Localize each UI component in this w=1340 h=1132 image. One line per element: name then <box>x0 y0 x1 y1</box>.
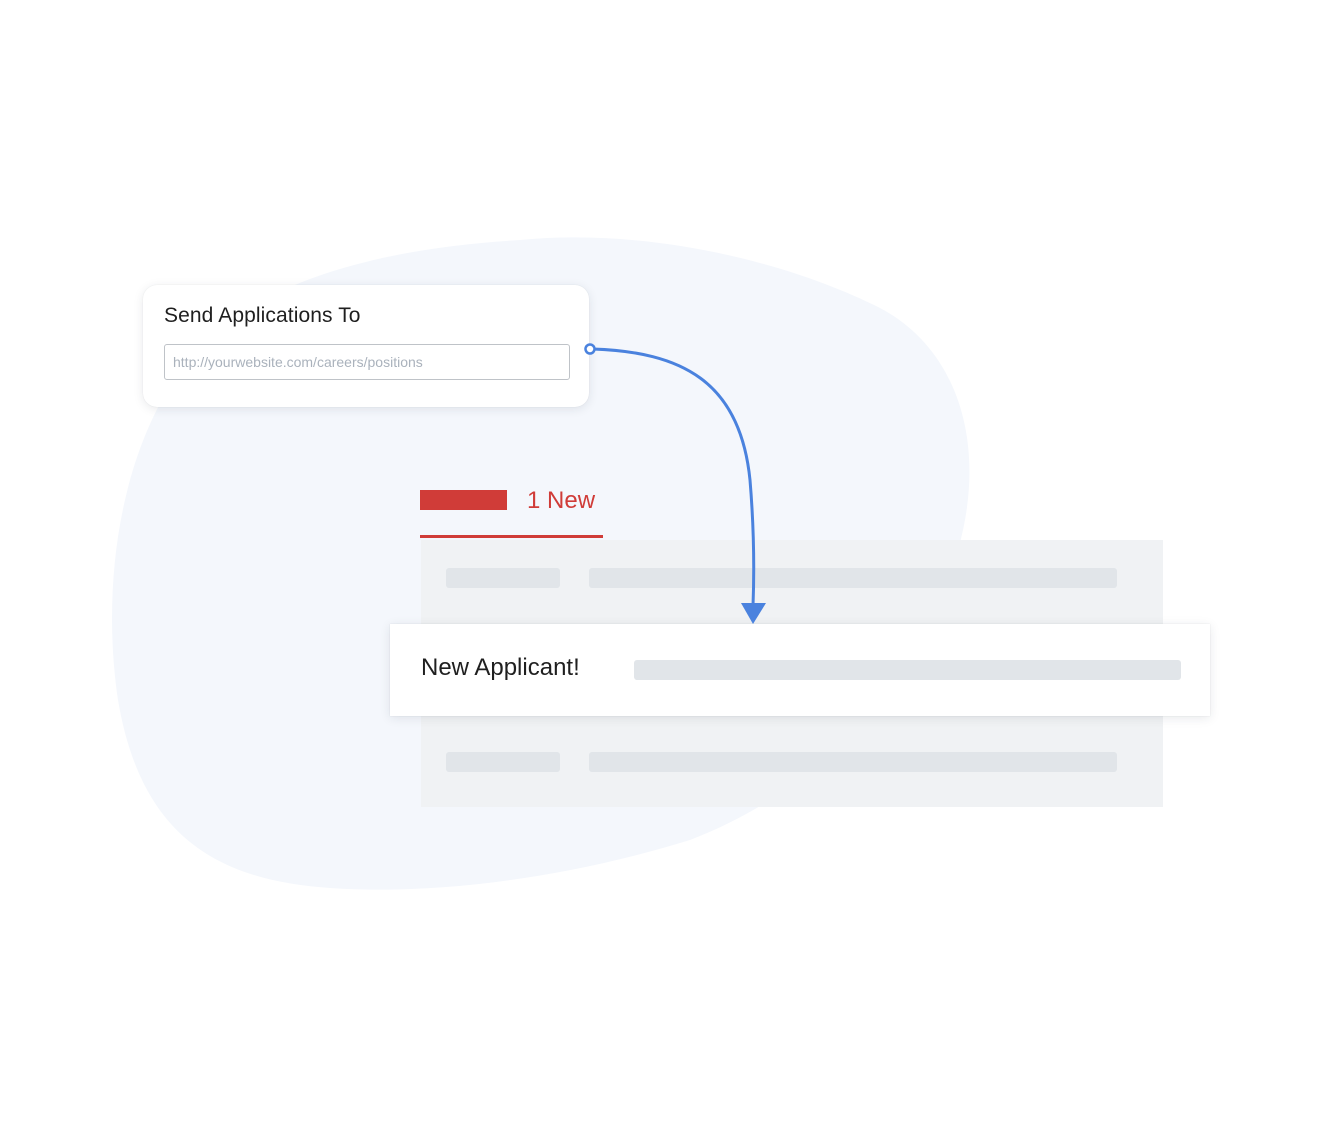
applicant-detail-placeholder <box>634 660 1181 680</box>
list-item-placeholder <box>589 568 1117 588</box>
new-count-label[interactable]: 1 New <box>527 487 596 514</box>
new-tab-underline <box>420 535 603 538</box>
send-applications-title: Send Applications To <box>164 304 361 327</box>
new-applicant-row[interactable]: New Applicant! <box>390 624 1210 716</box>
list-item-placeholder <box>446 752 560 772</box>
list-item-placeholder <box>446 568 560 588</box>
application-url-input[interactable] <box>164 344 570 380</box>
list-item-placeholder <box>589 752 1117 772</box>
new-applicant-label: New Applicant! <box>421 654 580 681</box>
send-applications-card: Send Applications To <box>143 285 589 407</box>
new-badge-bar <box>420 490 507 510</box>
